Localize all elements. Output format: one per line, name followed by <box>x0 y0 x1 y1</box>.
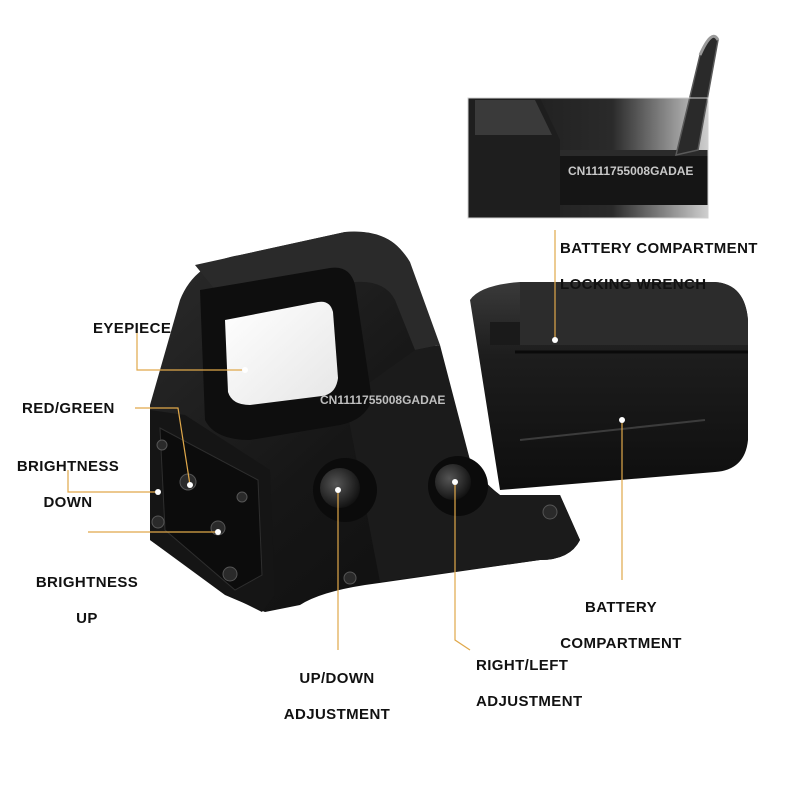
label-red-green: RED/GREEN <box>22 400 115 417</box>
leader-eyepiece <box>136 330 245 371</box>
watermark-main: CN1111755008GADAE <box>320 393 446 407</box>
label-brightness-down: BRIGHTNESS DOWN <box>16 458 120 511</box>
leader-brightness-down <box>67 470 158 493</box>
watermark-inset: CN1111755008GADAE <box>568 164 694 178</box>
callout-dots <box>155 337 625 535</box>
label-battery-wrench: BATTERY COMPARTMENT LOCKING WRENCH <box>560 240 758 293</box>
callout-leaders <box>67 230 623 651</box>
leader-red-green <box>135 407 191 486</box>
leader-right-left <box>454 482 471 651</box>
label-up-down: UP/DOWN ADJUSTMENT <box>283 670 391 723</box>
sight-housing <box>150 231 580 613</box>
battery-compartment <box>470 282 748 490</box>
label-brightness-up: BRIGHTNESS UP <box>35 574 139 627</box>
label-battery-compartment: BATTERY COMPARTMENT <box>560 599 682 652</box>
label-eyepiece: EYEPIECE <box>93 320 172 337</box>
inset-photo <box>467 34 720 219</box>
label-right-left: RIGHT/LEFT ADJUSTMENT <box>476 657 583 710</box>
